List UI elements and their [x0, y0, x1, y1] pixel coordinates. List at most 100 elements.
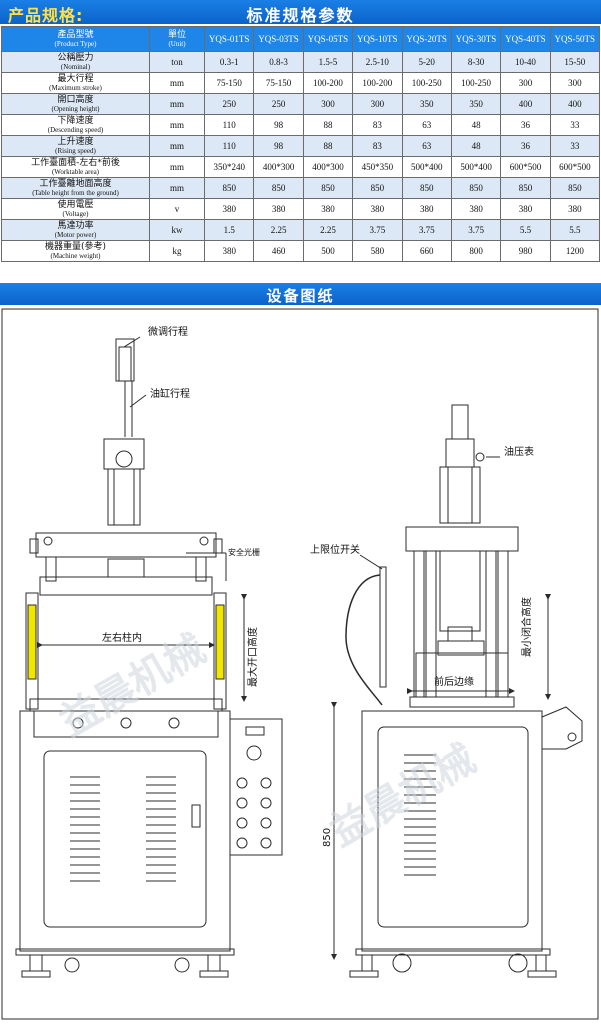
light-curtain-left	[27, 604, 37, 680]
label-front-back-margin: 前后边缘	[434, 675, 474, 688]
row-value: 110	[203, 135, 255, 157]
row-value: 800	[450, 240, 502, 262]
side-ram	[437, 640, 485, 656]
row-value: 36	[500, 135, 551, 157]
row-value: 2.5-10	[352, 51, 403, 73]
watermark-right: 益晨机械	[322, 736, 484, 856]
row-value: 600*500	[549, 156, 601, 178]
side-gauge-housing	[445, 438, 475, 468]
row-parameter: 開口高度(Opening height)	[1, 93, 150, 115]
row-unit: mm	[149, 93, 205, 115]
upper-limit-switch	[379, 566, 387, 688]
row-unit: mm	[149, 72, 205, 94]
left-upright	[25, 592, 39, 710]
label-max-opening: 最大开口高度	[246, 627, 259, 687]
label-fine-stroke: 微调行程	[148, 325, 188, 338]
row-value: 380	[549, 198, 601, 220]
cylinder-housing	[103, 438, 145, 470]
row-parameter: 下降速度(Descending speed)	[1, 114, 150, 136]
row-parameter: 機器重量(參考)(Machine weight)	[1, 240, 150, 262]
row-value: 380	[253, 198, 304, 220]
drawing-frame	[1, 308, 599, 1020]
row-unit: mm	[149, 156, 205, 178]
side-table	[415, 652, 509, 698]
ram-block	[107, 558, 145, 578]
cabinet-front	[19, 710, 231, 952]
row-unit: mm	[149, 114, 205, 136]
header-model: YQS-03TS	[253, 26, 304, 52]
row-unit: ton	[149, 51, 205, 73]
right-upright	[213, 592, 227, 710]
row-value: 850	[203, 177, 255, 199]
row-value: 5.5	[500, 219, 551, 241]
row-value: 10-40	[500, 51, 551, 73]
row-value: 88	[302, 135, 354, 157]
header-model: YQS-20TS	[401, 26, 452, 52]
row-unit: kw	[149, 219, 205, 241]
row-value: 2.25	[302, 219, 354, 241]
row-parameter: 工作臺離地面高度(Table height from the ground)	[1, 177, 150, 199]
row-parameter: 工作臺面積-左右*前後(Worktable area)	[1, 156, 150, 178]
row-value: 1.5-5	[302, 51, 354, 73]
drawing-header-band: 设备图纸	[0, 283, 601, 305]
row-value: 3.75	[352, 219, 403, 241]
row-value: 350	[450, 93, 502, 115]
row-value: 380	[203, 198, 255, 220]
row-value: 63	[401, 135, 452, 157]
row-parameter: 馬達功率(Motor power)	[1, 219, 150, 241]
row-value: 500	[302, 240, 354, 262]
row-parameter: 最大行程(Maximum stroke)	[1, 72, 150, 94]
row-value: 380	[302, 198, 354, 220]
spec-header-band: 标准规格参数 产品规格:	[0, 0, 601, 25]
row-value: 380	[203, 240, 255, 262]
header-model: YQS-10TS	[352, 26, 403, 52]
row-value: 110	[203, 114, 255, 136]
header-model: YQS-40TS	[500, 26, 551, 52]
row-value: 380	[352, 198, 403, 220]
side-column-right	[497, 550, 509, 698]
row-value: 75-150	[203, 72, 255, 94]
row-value: 48	[450, 135, 502, 157]
row-value: 2.25	[253, 219, 304, 241]
side-rod-top	[451, 404, 469, 440]
row-value: 98	[253, 135, 304, 157]
row-value: 33	[549, 135, 601, 157]
row-value: 3.75	[401, 219, 452, 241]
row-value: 33	[549, 114, 601, 136]
moving-plate	[39, 576, 213, 596]
header-model: YQS-01TS	[203, 26, 255, 52]
label-pressure-gauge: 油压表	[504, 445, 534, 458]
row-value: 850	[253, 177, 304, 199]
row-value: 600*500	[500, 156, 551, 178]
row-value: 250	[253, 93, 304, 115]
label-safety-light: 安全光栅	[228, 547, 260, 557]
label-height-850: 850	[322, 828, 333, 847]
row-unit: mm	[149, 135, 205, 157]
drawing-title: 设备图纸	[266, 287, 335, 305]
table-row: 工作臺離地面高度(Table height from the ground)mm…	[1, 177, 601, 199]
spec-table: 產品型號(Product Type) 單位(Unit) YQS-01TS YQS…	[1, 26, 601, 262]
row-value: 660	[401, 240, 452, 262]
row-parameter: 公稱壓力(Nominal)	[1, 51, 150, 73]
row-value: 100-250	[450, 72, 502, 94]
cabinet-door	[43, 750, 207, 928]
product-spec-title: 产品规格:	[8, 6, 84, 25]
row-value: 0.3-1	[203, 51, 255, 73]
row-value: 350*240	[203, 156, 255, 178]
side-cylinder	[439, 466, 481, 524]
row-parameter: 上升速度(Rising speed)	[1, 135, 150, 157]
row-value: 5.5	[549, 219, 601, 241]
cabinet-side	[361, 710, 543, 952]
pressure-gauge-front	[115, 450, 133, 468]
row-value: 300	[352, 93, 403, 115]
row-value: 350	[401, 93, 452, 115]
row-unit: kg	[149, 240, 205, 262]
row-value: 63	[401, 114, 452, 136]
row-value: 850	[352, 177, 403, 199]
